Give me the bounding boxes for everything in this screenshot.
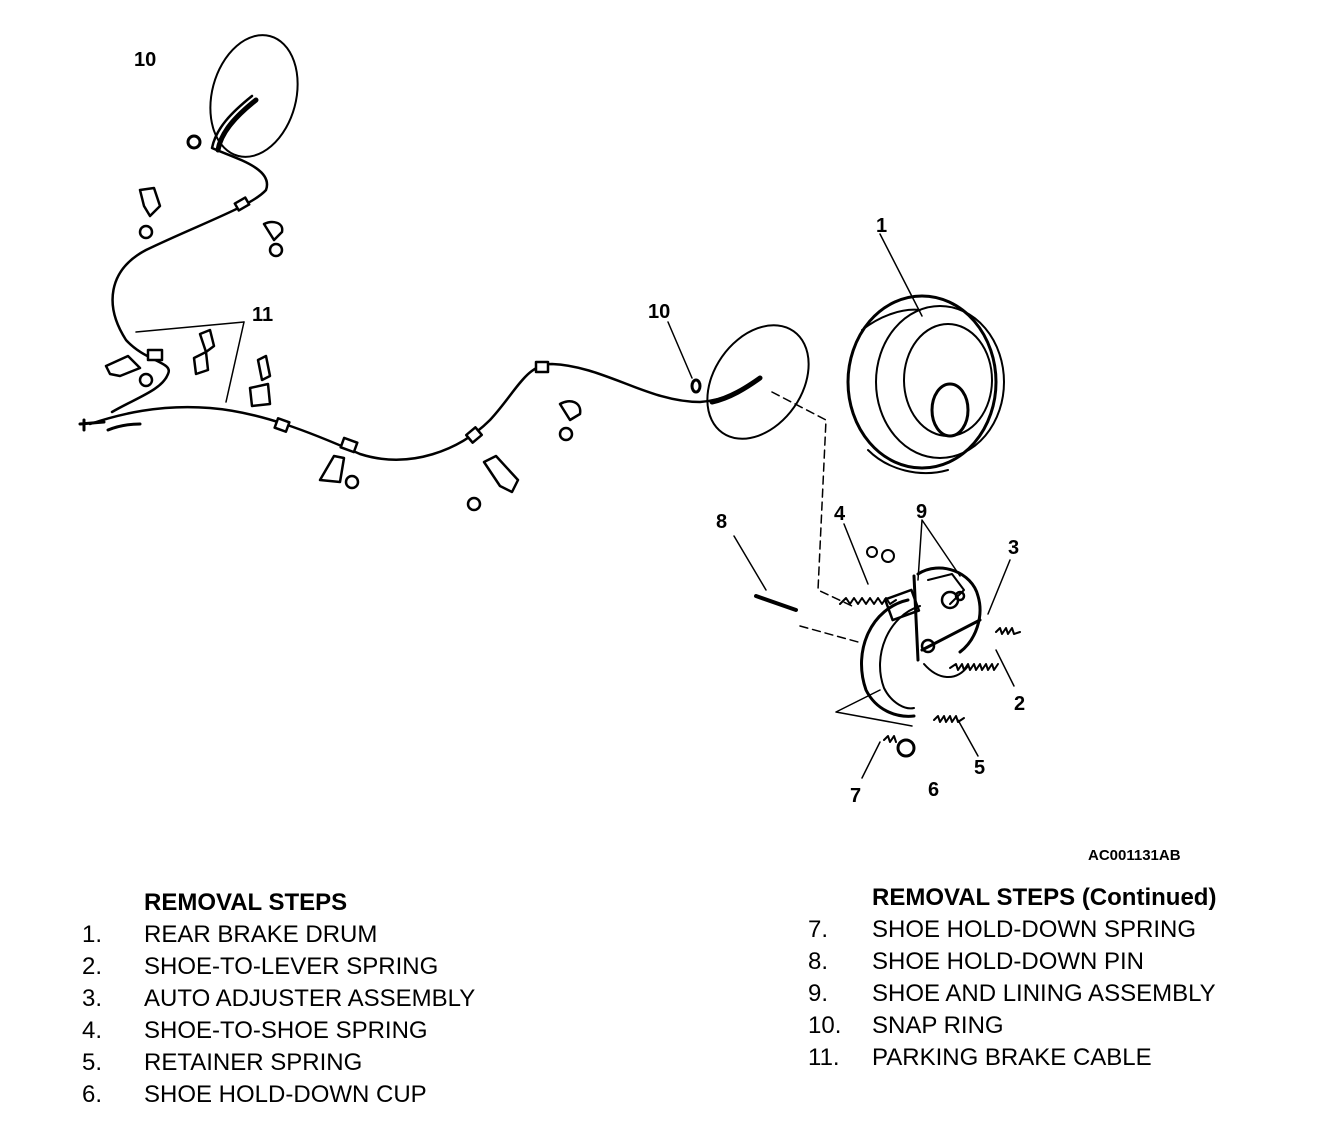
upper-cable: [110, 94, 269, 414]
step-label: SHOE HOLD-DOWN PIN: [872, 948, 1145, 975]
list-item: 4. SHOE-TO-SHOE SPRING: [82, 1015, 475, 1047]
step-label: PARKING BRAKE CABLE: [872, 1044, 1152, 1071]
snap-ring-top: [186, 134, 202, 150]
hold-down-cup: [896, 738, 916, 758]
removal-steps-list: REMOVAL STEPS 1. REAR BRAKE DRUM 2. SHOE-T…: [82, 887, 475, 1111]
step-number: 10.: [808, 1012, 842, 1039]
hold-down-spring: [883, 735, 897, 743]
step-number: 4.: [82, 1017, 103, 1044]
step-number: 7.: [808, 916, 829, 943]
list-item: 2. SHOE-TO-LEVER SPRING: [82, 951, 475, 983]
list-item: 5. RETAINER SPRING: [82, 1047, 475, 1079]
callout-5: 5: [974, 757, 985, 779]
detail-circle-top: [209, 34, 299, 158]
callout-10-mid: 10: [648, 301, 670, 323]
lower-cable: [88, 362, 762, 461]
callout-1: 1: [876, 215, 887, 237]
callout-10-top: 10: [134, 49, 156, 71]
bracket-5: [482, 454, 520, 494]
step-number: 3.: [82, 985, 103, 1012]
list-item: 11. PARKING BRAKE CABLE: [808, 1042, 1216, 1074]
step-label: SHOE AND LINING ASSEMBLY: [872, 980, 1216, 1007]
callout-9: 9: [916, 501, 927, 523]
callout-4: 4: [834, 503, 846, 525]
step-label: REAR BRAKE DRUM: [144, 921, 378, 948]
callout-8: 8: [716, 511, 727, 533]
brake-diagram: 10 11 10 1 8 4 9 3 2 5 6 7 AC001131AB: [78, 34, 1181, 864]
snap-ring-mid: [690, 378, 702, 394]
step-number: 6.: [82, 1081, 103, 1108]
bracket-2: [262, 220, 284, 242]
removal-steps-continued-title: REMOVAL STEPS (Continued): [872, 884, 1217, 911]
list-item: 3. AUTO ADJUSTER ASSEMBLY: [82, 983, 475, 1015]
step-number: 5.: [82, 1049, 103, 1076]
callout-11: 11: [252, 304, 273, 326]
shoe-assembly: [860, 566, 982, 718]
step-number: 1.: [82, 921, 103, 948]
step-number: 8.: [808, 948, 829, 975]
list-item: 7. SHOE HOLD-DOWN SPRING: [808, 914, 1216, 946]
callout-6: 6: [928, 779, 939, 801]
bracket-1: [138, 186, 162, 218]
step-number: 2.: [82, 953, 103, 980]
removal-steps-continued-list: REMOVAL STEPS (Continued) 7. SHOE HOLD-DO…: [808, 882, 1216, 1074]
brake-drum: [846, 294, 1005, 474]
step-number: 11.: [808, 1044, 840, 1071]
step-label: SHOE-TO-LEVER SPRING: [144, 953, 439, 980]
step-label: RETAINER SPRING: [144, 1049, 363, 1076]
removal-steps-title: REMOVAL STEPS: [144, 889, 348, 916]
list-item: 8. SHOE HOLD-DOWN PIN: [808, 946, 1216, 978]
step-label: SHOE HOLD-DOWN CUP: [144, 1081, 427, 1108]
list-item: 1. REAR BRAKE DRUM: [82, 919, 475, 951]
shoe-to-lever-spring: [949, 663, 999, 671]
bracket-3: [104, 354, 142, 378]
retainer-spring: [933, 715, 965, 723]
figure-code: AC001131AB: [1088, 847, 1181, 864]
step-label: SNAP RING: [872, 1012, 1004, 1039]
shoe-to-shoe-spring: [839, 597, 897, 605]
step-label: SHOE HOLD-DOWN SPRING: [872, 916, 1197, 943]
callout-2: 2: [1014, 693, 1025, 715]
step-label: AUTO ADJUSTER ASSEMBLY: [144, 985, 476, 1012]
bolt-1: [198, 328, 216, 354]
callout-7: 7: [850, 785, 861, 807]
bracket-4: [318, 454, 346, 484]
list-item: 10. SNAP RING: [808, 1010, 1216, 1042]
list-item: 9. SHOE AND LINING ASSEMBLY: [808, 978, 1216, 1010]
step-label: SHOE-TO-SHOE SPRING: [144, 1017, 428, 1044]
bracket-6: [558, 400, 582, 422]
hold-down-pin: [754, 594, 798, 612]
step-number: 9.: [808, 980, 829, 1007]
detail-circle-mid: [706, 324, 810, 440]
callout-3: 3: [1008, 537, 1019, 559]
bolt-2: [256, 354, 272, 382]
list-item: 6. SHOE HOLD-DOWN CUP: [82, 1079, 475, 1111]
